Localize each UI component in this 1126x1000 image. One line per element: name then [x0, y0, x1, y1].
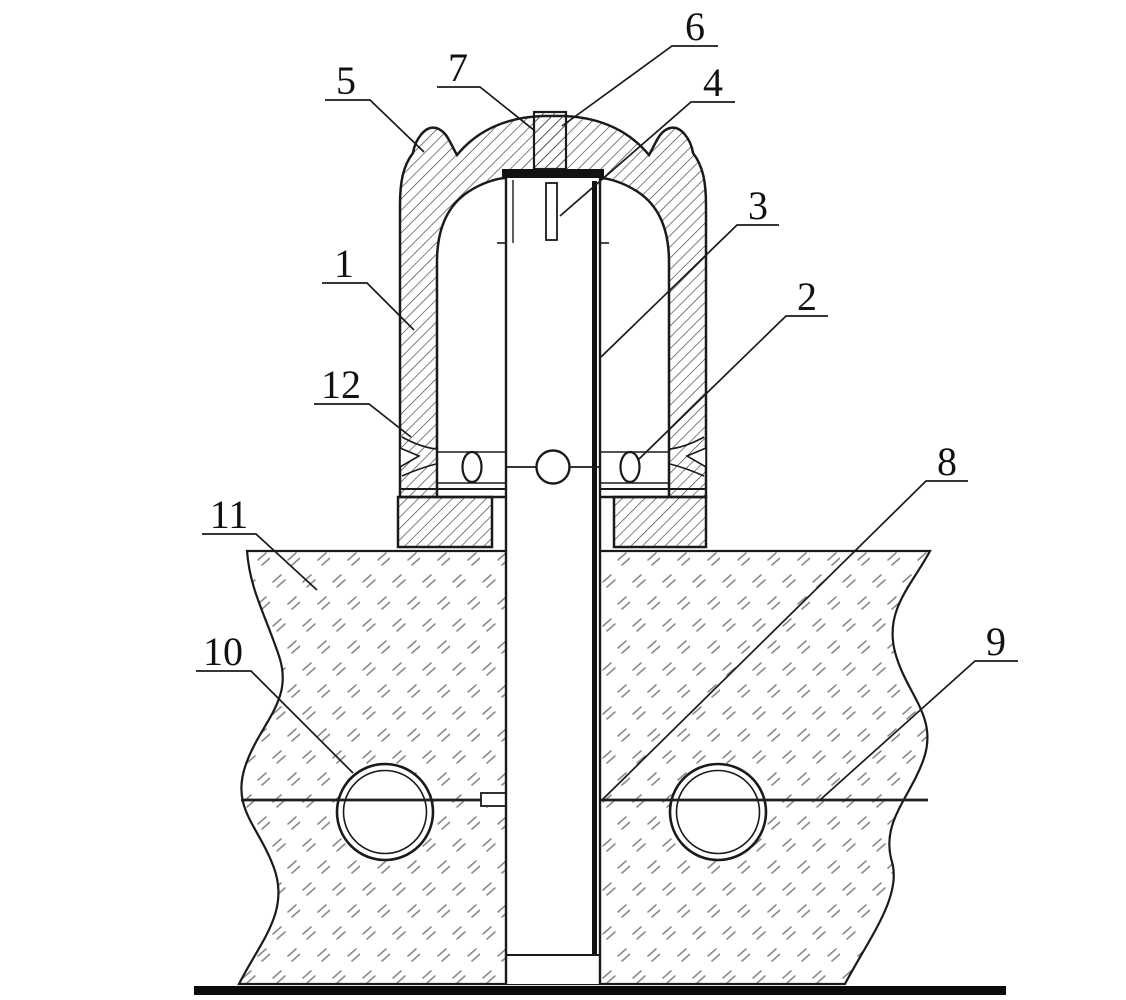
base-flange-section	[396, 488, 708, 549]
callout-label-9: 9	[986, 619, 1006, 664]
leader-line-10	[196, 670, 354, 774]
cross-hole	[506, 449, 600, 485]
leader-line-11	[202, 533, 318, 591]
retaining-groove-left	[399, 436, 437, 477]
leader-line-8	[602, 480, 968, 800]
tube-top-cap	[502, 169, 604, 178]
callouts	[196, 45, 1018, 801]
callout-label-4: 4	[703, 60, 723, 105]
left-bore-hole	[335, 762, 435, 862]
top-plug-section	[532, 110, 568, 171]
center-tube	[497, 178, 609, 984]
callout-label-7: 7	[448, 45, 468, 90]
leader-line-3	[600, 224, 779, 358]
pin-slot	[545, 182, 558, 241]
callout-label-2: 2	[797, 274, 817, 319]
tube-body	[505, 178, 601, 984]
leader-line-1	[322, 282, 415, 331]
leader-line-6	[561, 45, 718, 127]
leader-line-4	[559, 101, 735, 217]
seam-collar	[480, 792, 507, 807]
callout-label-6: 6	[685, 4, 705, 49]
leader-line-5	[325, 99, 425, 153]
flange-block-left	[396, 495, 494, 549]
callout-label-5: 5	[336, 58, 356, 103]
leader-line-12	[314, 403, 412, 438]
leader-line-7	[437, 86, 536, 132]
retaining-groove-right	[669, 436, 707, 477]
callout-label-12: 12	[321, 362, 361, 407]
leader-line-2	[638, 315, 828, 460]
flange-block-right	[612, 495, 708, 549]
right-side-hole	[619, 450, 641, 484]
leader-line-9	[819, 660, 1018, 801]
callout-label-1: 1	[334, 241, 354, 286]
callout-label-3: 3	[748, 183, 768, 228]
callout-label-11: 11	[210, 492, 249, 537]
right-bore-hole	[668, 762, 768, 862]
callout-labels: 1 2 3 4 5 6 7 8 9 10 11 12	[203, 4, 1006, 674]
callout-label-8: 8	[937, 439, 957, 484]
callout-label-10: 10	[203, 629, 243, 674]
figure-bottom-border	[194, 986, 1006, 995]
left-side-hole	[461, 450, 483, 484]
